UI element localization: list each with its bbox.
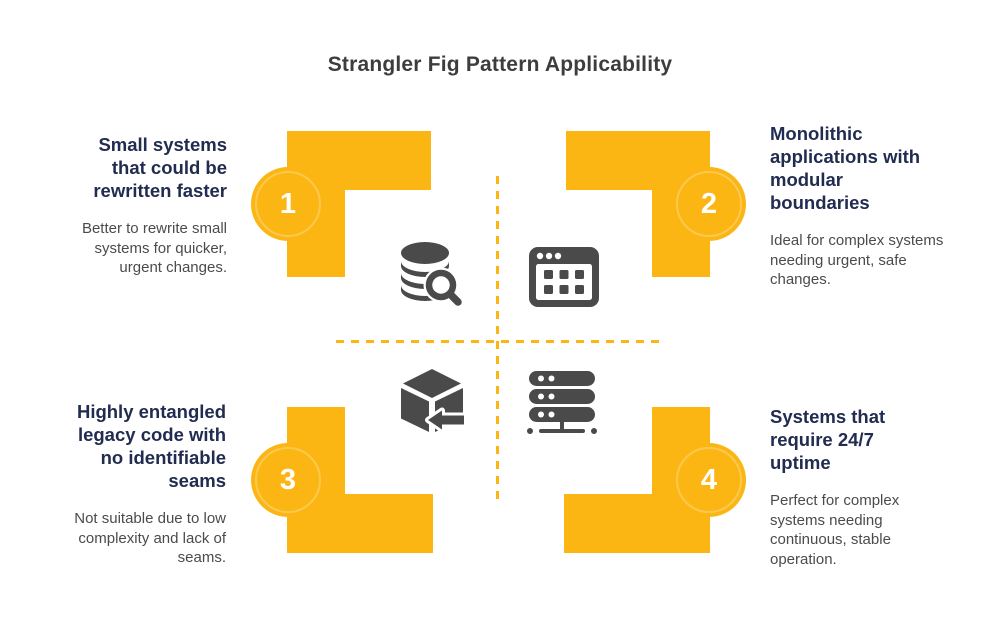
quadrant-2-number: 2 bbox=[700, 187, 718, 220]
horizontal-dashed-divider bbox=[336, 340, 661, 343]
package-box-arrow-icon bbox=[401, 369, 467, 433]
quadrant-2-number-badge: 2 bbox=[672, 167, 746, 241]
quadrant-4-number-badge: 4 bbox=[672, 443, 746, 517]
quadrant-3-number-badge: 3 bbox=[251, 443, 325, 517]
app-window-grid-icon bbox=[529, 247, 599, 307]
quadrant-4-number: 4 bbox=[700, 463, 718, 496]
quadrant-1-number: 1 bbox=[279, 187, 297, 220]
quadrant-1-number-badge: 1 bbox=[251, 167, 325, 241]
database-search-icon bbox=[401, 242, 463, 309]
quadrant-3-number: 3 bbox=[279, 463, 297, 496]
server-stack-icon bbox=[527, 371, 597, 434]
page-title: Strangler Fig Pattern Applicability bbox=[327, 53, 673, 76]
vertical-dashed-divider bbox=[496, 176, 499, 503]
